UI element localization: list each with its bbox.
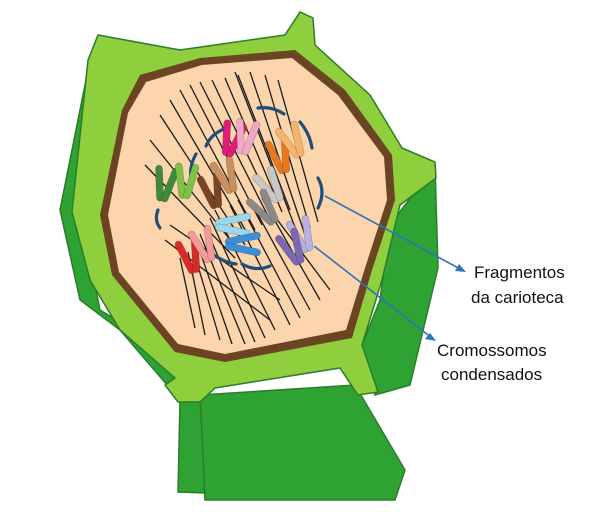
- condensed-chromosomes: [155, 117, 314, 275]
- pointer-fragments-line: [324, 195, 463, 271]
- chromosome: [209, 156, 238, 195]
- spindle-fiber: [237, 74, 291, 211]
- spindle-fiber: [204, 225, 256, 343]
- chromosome: [155, 164, 180, 203]
- label-fragments: Fragmentos da carioteca: [471, 263, 565, 307]
- label-chromosomes-line1: Cromossomos: [437, 341, 547, 360]
- spindle-fiber: [179, 257, 196, 329]
- label-chromosomes: Cromossomos condensados: [437, 341, 547, 384]
- chromosome: [245, 188, 279, 226]
- label-fragments-line1: Fragmentos: [474, 263, 565, 282]
- cell-wall-right-face: [359, 162, 439, 396]
- label-chromosomes-line2: condensados: [441, 365, 542, 384]
- chromosome: [236, 117, 261, 156]
- spindle-fiber: [179, 89, 256, 231]
- spindle-fiber: [249, 199, 311, 311]
- chromosome: [174, 236, 201, 275]
- envelope-fragment: [240, 262, 272, 271]
- envelope-fragment: [256, 106, 286, 116]
- spindle-fiber: [209, 217, 266, 339]
- spindle-fiber: [229, 204, 291, 326]
- chromosome: [174, 162, 200, 200]
- cytoplasm: [108, 58, 387, 354]
- spindle-fiber: [249, 71, 306, 236]
- envelope-fragment: [154, 208, 162, 230]
- spindle-fiber: [169, 99, 251, 239]
- chromosome: [275, 120, 305, 159]
- spindle-fiber: [149, 139, 241, 253]
- pointer-fragments-arrowhead: [455, 264, 466, 272]
- chromosome: [187, 225, 216, 264]
- spindle-fiber: [234, 71, 301, 241]
- cell-wall-bottom-face: [199, 384, 406, 501]
- pointer-chromosomes-line: [313, 245, 433, 339]
- chromosome: [275, 227, 305, 266]
- envelope-fragment: [298, 120, 314, 150]
- spindle-fiber: [224, 77, 283, 213]
- pointer-chromosomes-arrowhead: [425, 333, 436, 341]
- pointer-lines: [313, 195, 466, 341]
- chromosome: [224, 231, 261, 257]
- envelope-fragment: [316, 176, 324, 210]
- label-fragments-line2: da carioteca: [471, 288, 564, 307]
